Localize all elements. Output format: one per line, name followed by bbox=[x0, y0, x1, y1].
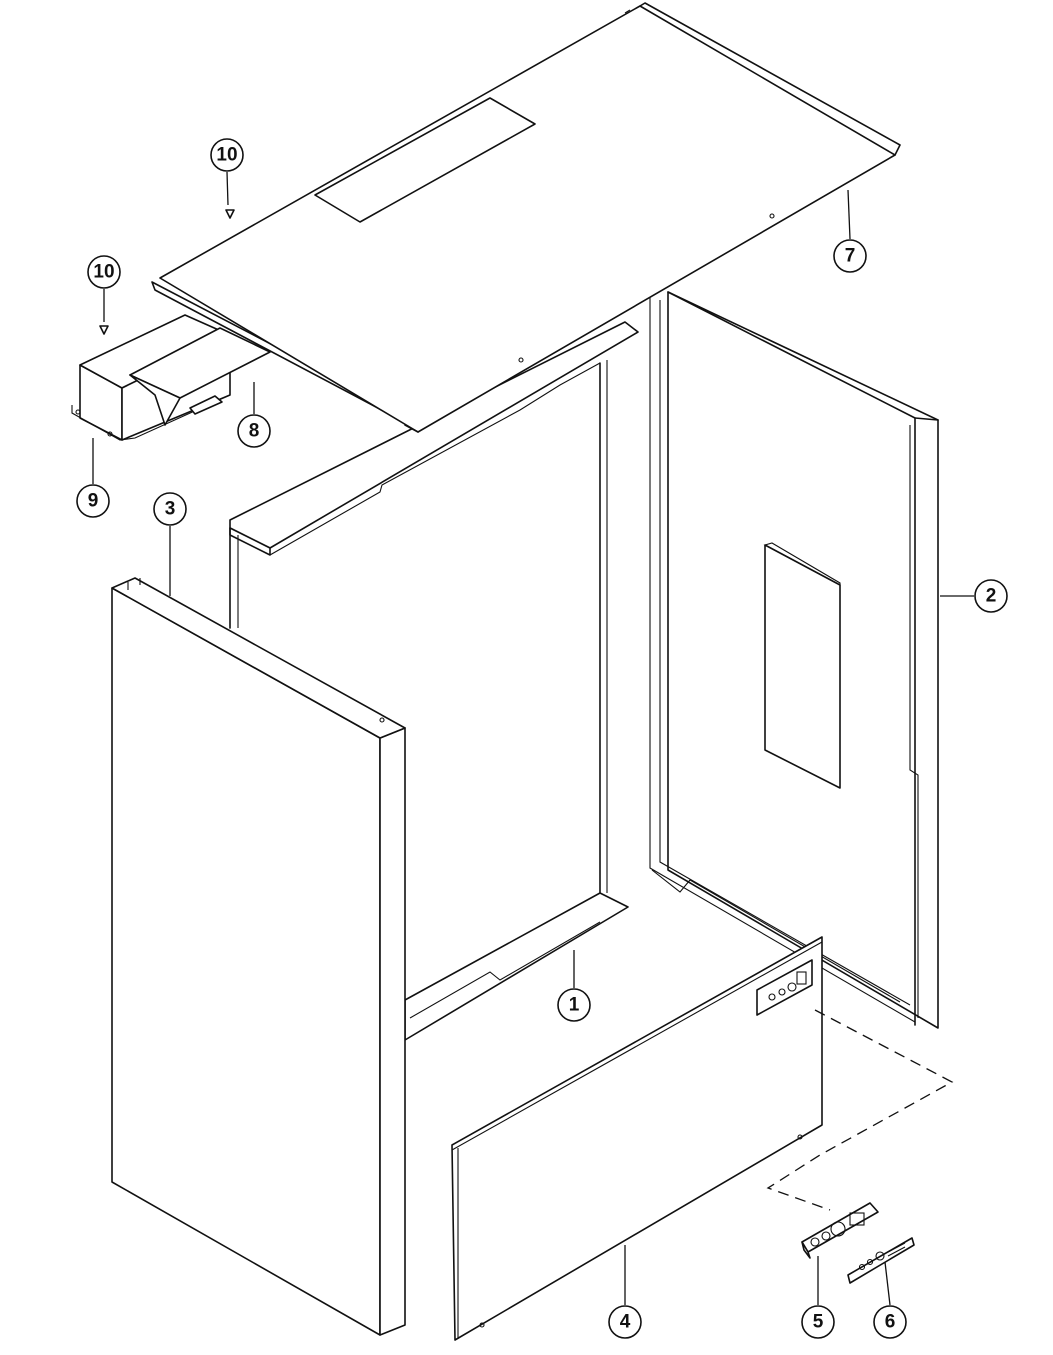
top-panel-cutout bbox=[314, 97, 536, 223]
callout-label: 5 bbox=[813, 1312, 824, 1333]
screw-top bbox=[225, 209, 235, 219]
callout-label: 3 bbox=[165, 499, 176, 520]
callout-7: 7 bbox=[833, 239, 867, 273]
callout-3: 3 bbox=[153, 492, 187, 526]
top-panel bbox=[151, 2, 901, 433]
front-bottom-panel bbox=[451, 936, 823, 1341]
callout-9: 9 bbox=[76, 484, 110, 518]
callout-label: 10 bbox=[93, 262, 114, 283]
callout-label: 7 bbox=[845, 246, 856, 267]
callout-1: 1 bbox=[557, 988, 591, 1022]
leader-lines bbox=[92, 171, 974, 1306]
callout-label: 2 bbox=[986, 586, 997, 607]
callout-label: 8 bbox=[249, 421, 260, 442]
right-panel-cutout bbox=[764, 544, 841, 789]
control-cutout bbox=[756, 959, 813, 1016]
callout-10-duct: 10 bbox=[87, 255, 121, 289]
control-board bbox=[801, 1202, 879, 1259]
callout-5: 5 bbox=[801, 1305, 835, 1339]
callout-label: 4 bbox=[620, 1312, 631, 1333]
callout-4: 4 bbox=[608, 1305, 642, 1339]
right-side-panel bbox=[649, 291, 939, 1029]
callout-label: 10 bbox=[216, 145, 237, 166]
left-side-panel bbox=[111, 577, 406, 1336]
callout-6: 6 bbox=[873, 1305, 907, 1339]
callout-2: 2 bbox=[974, 579, 1008, 613]
callout-8: 8 bbox=[237, 414, 271, 448]
callout-label: 1 bbox=[569, 995, 580, 1016]
back-frame bbox=[229, 321, 639, 1041]
label-plate bbox=[847, 1237, 915, 1284]
callout-10-top: 10 bbox=[210, 138, 244, 172]
callout-label: 9 bbox=[88, 491, 99, 512]
callout-label: 6 bbox=[885, 1312, 896, 1333]
screw-duct bbox=[99, 325, 109, 335]
duct-cover bbox=[129, 327, 271, 426]
